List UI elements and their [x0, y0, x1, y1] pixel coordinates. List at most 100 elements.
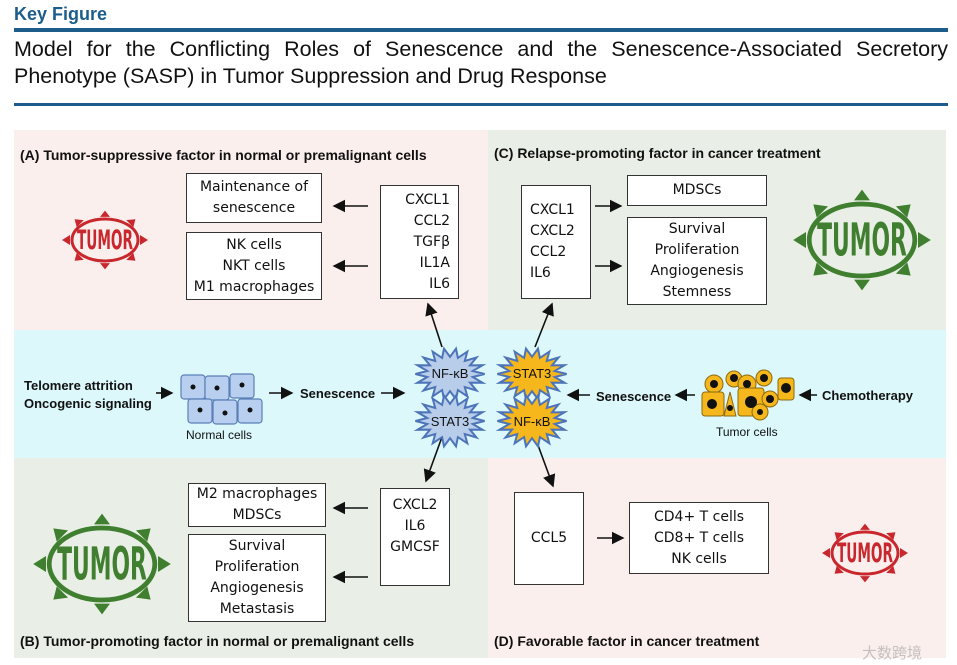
- tumor-spike: [74, 252, 84, 261]
- tumor-spike: [140, 235, 148, 245]
- box-line: Metastasis: [219, 601, 295, 617]
- box-line: MDSCs: [232, 507, 282, 523]
- box-line: CD4+ T cells: [653, 508, 745, 525]
- tumor-cells-icon: [701, 369, 795, 421]
- star-nfkb-blue: NF-κB: [431, 366, 469, 381]
- tumor-spike: [813, 204, 829, 218]
- tumor-spike: [860, 576, 870, 583]
- header-rule: [14, 28, 948, 32]
- box-line: M2 macrophages: [196, 486, 318, 502]
- tumor-outline: [70, 217, 140, 263]
- signaling-star: [413, 346, 487, 402]
- tumor-spike: [100, 263, 110, 270]
- normal-cells-label: Normal cells: [186, 428, 253, 442]
- mdsc-box: MDSCs: [627, 175, 767, 206]
- sasp-box-d: CCL5: [514, 492, 584, 585]
- tumor-spike: [53, 528, 69, 542]
- tumor-spike: [822, 548, 830, 558]
- tumor-spike: [813, 262, 829, 276]
- tumor-label: TUMOR: [77, 225, 133, 256]
- tumor-spike: [100, 210, 110, 217]
- tumor-icon-green: TUMOR: [33, 513, 171, 615]
- signaling-star: [413, 393, 487, 449]
- normal-cells-icon: [180, 373, 263, 425]
- box-line: CD8+ T cells: [653, 529, 745, 546]
- box-line: Angiogenesis: [210, 580, 304, 596]
- box-line: Survival: [668, 221, 726, 237]
- star-stat3-orange: STAT3: [512, 366, 552, 381]
- box-line: NK cells: [226, 236, 282, 253]
- tumor-spike: [74, 219, 84, 228]
- sasp-item: CCL2: [413, 212, 450, 229]
- sasp-item: IL6: [429, 275, 450, 292]
- box-line: Proliferation: [654, 242, 740, 258]
- tumor-label: TUMOR: [817, 214, 907, 267]
- tumor-spike: [126, 219, 136, 228]
- tumor-spike: [158, 556, 171, 572]
- tumor-spike: [793, 232, 806, 248]
- tumor-spike: [918, 232, 931, 248]
- star-stat3-blue: STAT3: [430, 414, 470, 429]
- tumor-spike: [33, 556, 46, 572]
- watermark: 大数跨境: [862, 644, 923, 662]
- panel-d-heading: (D) Favorable factor in cancer treatment: [494, 633, 760, 649]
- tumor-outline: [830, 530, 900, 576]
- box-line: Angiogenesis: [650, 263, 744, 279]
- box-line: NKT cells: [222, 257, 286, 274]
- sasp-item: CXCL1: [405, 191, 450, 208]
- tumor-spike: [62, 235, 70, 245]
- box-line: Survival: [228, 538, 286, 554]
- tumor-spike: [834, 532, 844, 541]
- box-line: MDSCs: [672, 182, 722, 198]
- star-nfkb-orange: NF-κB: [513, 414, 551, 429]
- box-line: Stemness: [662, 284, 732, 300]
- figure-title: Model for the Conflicting Roles of Senes…: [14, 37, 948, 88]
- box-line: NK cells: [671, 550, 727, 567]
- tumor-icon-red: TUMOR: [822, 523, 908, 583]
- senescence-left: Senescence: [300, 386, 376, 401]
- tumor-spike: [895, 204, 911, 218]
- tumor-spike: [854, 189, 870, 201]
- tumor-spike: [834, 565, 844, 574]
- tumor-spike: [854, 279, 870, 291]
- sasp-item: TGFβ: [413, 233, 450, 250]
- arrow: [534, 302, 554, 348]
- sasp-item: CCL2: [530, 244, 567, 260]
- arrow: [425, 302, 443, 348]
- tumor-label: TUMOR: [57, 538, 147, 591]
- sasp-item: CXCL2: [392, 497, 438, 513]
- tumor-spike: [895, 262, 911, 276]
- tumor-outline: [806, 201, 918, 279]
- tumor-label: TUMOR: [837, 538, 893, 569]
- box-line: Maintenance of: [199, 179, 309, 195]
- tumor-spike: [860, 523, 870, 530]
- tumor-spike: [886, 532, 896, 541]
- panel-c-heading: (C) Relapse-promoting factor in cancer t…: [494, 145, 821, 161]
- title-rule: [14, 103, 948, 106]
- inducer-oncogenic: Oncogenic signaling: [24, 396, 152, 411]
- arrow: [423, 436, 443, 483]
- panel-a-heading: (A) Tumor-suppressive factor in normal o…: [20, 147, 427, 163]
- key-figure-label: Key Figure: [14, 4, 108, 24]
- tumor-spike: [886, 565, 896, 574]
- sasp-item: IL6: [404, 518, 426, 534]
- box-line: Proliferation: [214, 559, 300, 575]
- sasp-item: IL1A: [419, 254, 450, 271]
- tumor-icon-green: TUMOR: [793, 189, 931, 291]
- tumor-icon-red: TUMOR: [62, 210, 148, 270]
- tumor-cells-label: Tumor cells: [716, 425, 778, 439]
- sasp-item: CXCL1: [530, 202, 575, 218]
- tumor-spike: [94, 603, 110, 615]
- panel-b-heading: (B) Tumor-promoting factor in normal or …: [20, 633, 415, 649]
